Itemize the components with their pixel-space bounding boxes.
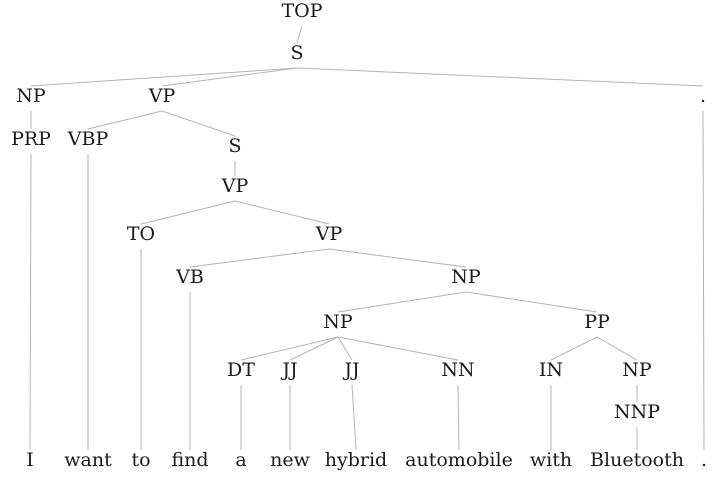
tree-edge-pp-in bbox=[550, 336, 598, 361]
tree-edge-s1-np1 bbox=[30, 67, 298, 87]
leaf-word-w2: want bbox=[64, 449, 112, 471]
leaf-word-w6: new bbox=[270, 449, 310, 471]
tree-node-punct-tag: . bbox=[700, 85, 706, 107]
tree-node-pp: PP bbox=[584, 311, 610, 333]
tree-node-jj1: JJ bbox=[280, 359, 297, 381]
tree-node-np3: NP bbox=[323, 311, 353, 333]
tree-edge-vp3-vb bbox=[189, 248, 330, 268]
tree-edge-s1-vp1 bbox=[161, 67, 298, 87]
tree-edge-np3-nn bbox=[337, 336, 459, 361]
tree-node-top: TOP bbox=[281, 0, 322, 22]
leaf-word-w7: hybrid bbox=[325, 449, 387, 471]
leaf-word-w5: a bbox=[235, 449, 246, 471]
tree-edge-jj2-w7 bbox=[351, 384, 357, 451]
leaf-word-w1: I bbox=[26, 449, 34, 471]
tree-node-np1: NP bbox=[16, 85, 46, 107]
tree-edge-nn-w8 bbox=[457, 384, 460, 451]
tree-node-np2: NP bbox=[451, 266, 481, 288]
tree-node-vp3: VP bbox=[315, 223, 343, 245]
tree-edge-vp3-np2 bbox=[328, 248, 467, 268]
tree-edge-np3-jj2 bbox=[337, 336, 353, 361]
tree-node-to: TO bbox=[127, 223, 155, 245]
tree-node-prp: PRP bbox=[11, 128, 51, 150]
tree-node-np4: NP bbox=[622, 359, 652, 381]
tree-edge-s1-punct-tag bbox=[296, 67, 704, 87]
tree-edge-vp2-vp3 bbox=[234, 200, 330, 225]
tree-node-s2: S bbox=[228, 135, 241, 157]
tree-edge-np2-np3 bbox=[337, 291, 467, 313]
leaf-word-w11: . bbox=[701, 449, 707, 471]
tree-edge-np3-jj1 bbox=[289, 336, 339, 361]
tree-node-nnp: NNP bbox=[614, 401, 660, 423]
tree-node-vbp: VBP bbox=[67, 128, 109, 150]
tree-edge-vp2-to bbox=[140, 200, 236, 225]
tree-edge-punct-tag-w11 bbox=[702, 110, 705, 451]
tree-node-vb: VB bbox=[175, 266, 204, 288]
tree-edge-vp1-vbp bbox=[87, 110, 163, 130]
leaf-word-w10: Bluetooth bbox=[590, 449, 684, 471]
tree-node-s1: S bbox=[290, 42, 303, 64]
tree-edge-top-s1 bbox=[296, 25, 303, 44]
tree-node-in: IN bbox=[539, 359, 563, 381]
tree-edge-vp1-s2 bbox=[161, 110, 236, 137]
tree-node-jj2: JJ bbox=[342, 359, 359, 381]
tree-node-nn: NN bbox=[441, 359, 474, 381]
tree-edge-pp-np4 bbox=[596, 336, 638, 361]
tree-node-vp2: VP bbox=[221, 175, 249, 197]
leaf-word-w9: with bbox=[530, 449, 572, 471]
leaf-word-w3: to bbox=[131, 449, 150, 471]
tree-edge-np3-dt bbox=[240, 336, 339, 361]
tree-edges bbox=[29, 25, 705, 451]
tree-node-vp1: VP bbox=[148, 85, 176, 107]
tree-edge-np2-pp bbox=[465, 291, 598, 313]
leaf-word-w8: automobile bbox=[405, 449, 513, 471]
leaf-word-w4: find bbox=[171, 449, 208, 471]
tree-node-dt: DT bbox=[227, 359, 255, 381]
tree-edge-prp-w1 bbox=[29, 153, 32, 451]
